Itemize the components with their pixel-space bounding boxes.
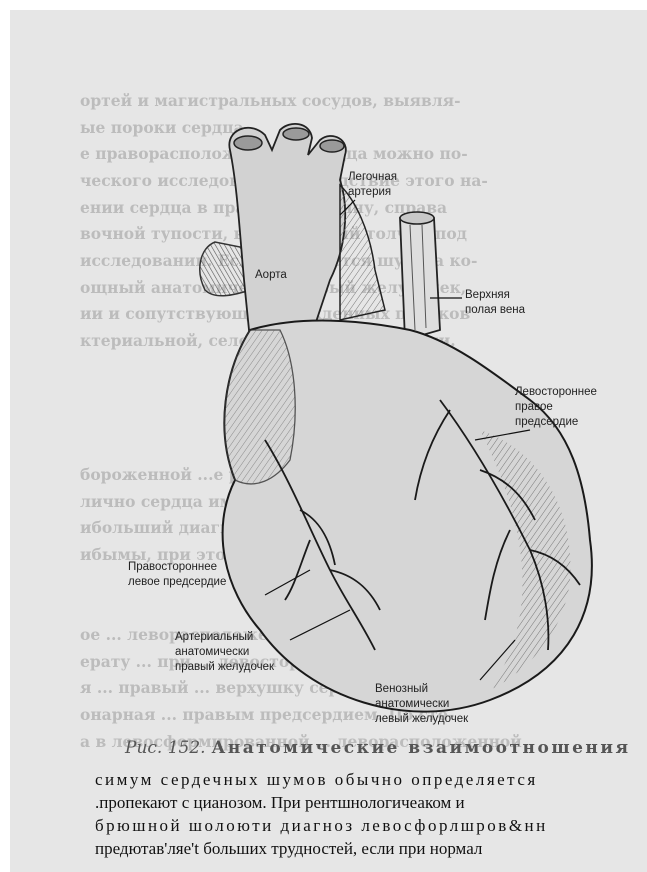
vessel-opening <box>283 128 309 140</box>
label-right-sided-left-atrium: Правостороннее левое предсердие <box>128 560 226 590</box>
body-text: симум сердечных шумов обычно определяетс… <box>95 768 647 860</box>
pulmonary-artery-shape <box>340 185 385 320</box>
text-line: .пропекают с цианозом. При рентшнологиче… <box>95 791 647 814</box>
vessel-opening <box>320 140 344 152</box>
vena-cava-opening <box>400 212 434 224</box>
label-superior-vena-cava: Верхняя полая вена <box>465 288 525 318</box>
vessel-opening <box>234 136 262 150</box>
label-arterial-ventricle: Артериальный анатомически правый желудоч… <box>175 630 274 675</box>
aorta-shape <box>229 124 346 340</box>
text-line: брюшной шолоюти диагноз левосфорлшров&нн <box>95 814 647 837</box>
figure-caption: Рис. 152. Анатомические взаимоотношения <box>125 738 631 758</box>
label-left-sided-right-atrium: Левостороннее правое предсердие <box>515 385 597 430</box>
text-line: симум сердечных шумов обычно определяетс… <box>95 768 647 791</box>
text-line: предютав'ляе't больших трудностей, если … <box>95 837 647 860</box>
label-pulmonary-artery: Легочная артерия <box>348 170 397 200</box>
label-aorta: Аорта <box>255 268 287 283</box>
superior-vena-cava-shape <box>400 218 440 340</box>
figure-number: Рис. 152. <box>125 738 206 758</box>
left-atrium-shape <box>224 330 295 484</box>
label-venous-ventricle: Венозный анатомически левый желудочек <box>375 682 468 727</box>
scanned-page: ортей и магистральных сосудов, выявля- ы… <box>10 10 647 872</box>
caption-text: Анатомические взаимоотношения <box>212 738 631 758</box>
